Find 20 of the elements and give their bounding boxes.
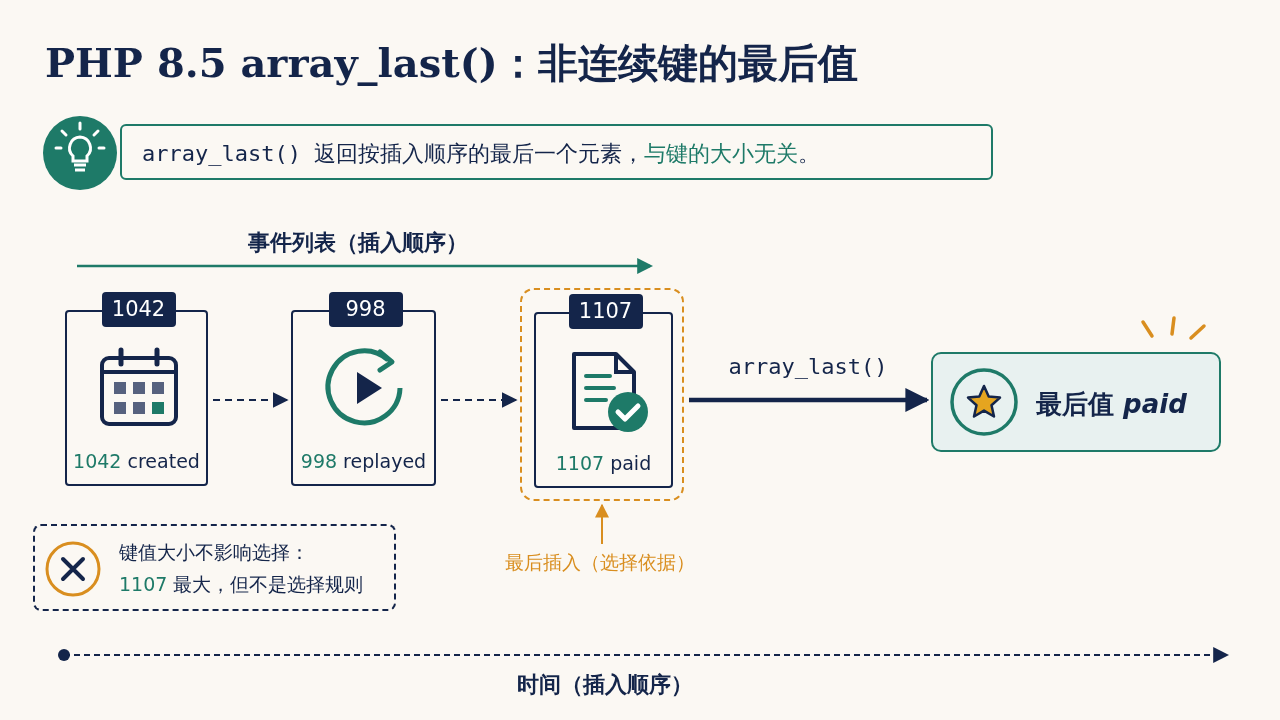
note-line: 键值大小不影响选择： [119,540,309,565]
event-caption: 1042 created [72,450,201,472]
title: PHP 8.5 array_last()：非连续键的最后值 [45,38,858,88]
key-tab: 1107 [568,294,643,329]
arrow [595,503,609,545]
key-tab: 998 [328,292,403,327]
callout-text: 最后插入（选择依据） [504,550,696,575]
arrow-label: 事件列表（插入顺序） [247,229,469,257]
arrow [689,388,930,412]
event-caption: 998 replayed [299,450,428,472]
note-line: 1107 最大，但不是选择规则 [119,572,364,597]
note-box [33,524,396,611]
axis-label: 时间（插入顺序） [516,671,694,699]
result-text: 最后值 paid [1036,388,1187,421]
event-caption: 1107 paid [554,452,653,474]
tip-text: array_last() 返回按插入顺序的最后一个元素，与键的大小无关。 [142,140,821,168]
highlight-frame [520,288,684,501]
arrow [212,392,289,408]
key-tab: 1042 [101,292,176,327]
arrow [440,392,518,408]
